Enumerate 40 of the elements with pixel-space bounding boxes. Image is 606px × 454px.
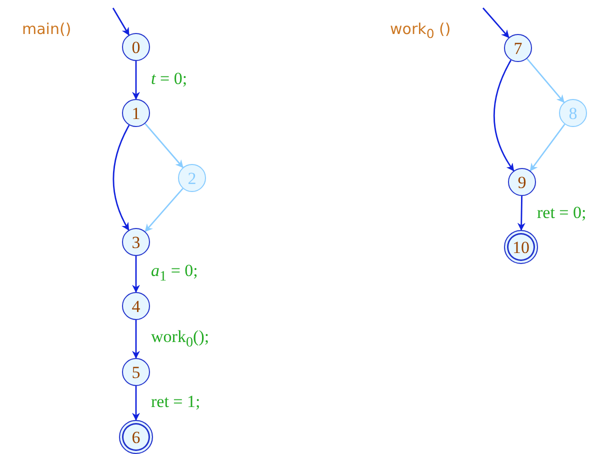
state-circle (122, 99, 150, 127)
final-state-circle (504, 230, 538, 264)
state-number: 5 (132, 364, 140, 380)
state-circle (122, 292, 150, 320)
final-state-circle (119, 420, 153, 454)
state-circle (122, 33, 150, 61)
arrow (132, 320, 140, 359)
state-number: 2 (188, 170, 196, 186)
arrow (112, 124, 130, 231)
edge-label: ret = 0; (537, 204, 586, 223)
arrow (144, 123, 184, 168)
state-circle (508, 168, 536, 196)
arrow (526, 58, 564, 103)
state-number: 4 (132, 298, 140, 314)
arrow (132, 256, 140, 293)
state-number: 10 (512, 238, 530, 256)
function-name: work$_{0}$ () (390, 20, 451, 41)
state-circle (178, 164, 206, 192)
state-number: 3 (132, 234, 140, 250)
arrow (530, 124, 566, 172)
state-number: 6 (132, 428, 140, 446)
arrow (112, 8, 130, 36)
arrow (482, 8, 510, 38)
state-number: 8 (568, 104, 578, 122)
state-circle (122, 228, 150, 256)
arrow (517, 196, 526, 231)
arrow (144, 188, 184, 232)
edge-label: ret = 1; (151, 393, 200, 412)
function-name: main() (22, 20, 72, 38)
state-number: 7 (514, 40, 522, 56)
state-number: 1 (132, 104, 140, 122)
arrow (493, 60, 514, 172)
state-circle (122, 358, 150, 386)
edge-label: t = 0; (151, 70, 188, 89)
state-number: 0 (132, 38, 140, 56)
state-number: 9 (518, 174, 526, 190)
arrow (132, 386, 140, 421)
arrow (132, 61, 140, 100)
state-circle (504, 34, 532, 62)
state-circle (559, 99, 587, 127)
